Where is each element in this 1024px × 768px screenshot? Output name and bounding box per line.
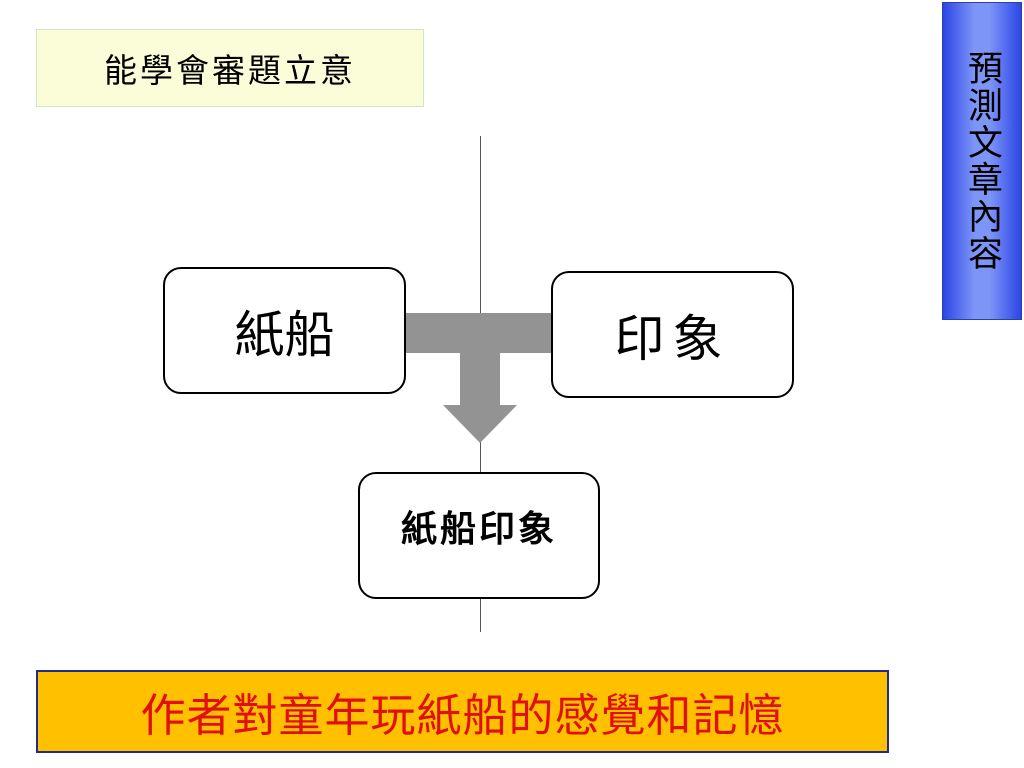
page-title: 能學會審題立意	[36, 29, 424, 107]
page-title-text: 能學會審題立意	[104, 51, 356, 90]
connector-horizontal-bar	[404, 313, 554, 353]
side-label-text: 預測文章內容	[962, 50, 1002, 272]
connector-vertical-stem	[460, 352, 500, 406]
node-impression-label: 印象	[614, 309, 731, 368]
side-label-panel: 預測文章內容	[942, 2, 1022, 320]
down-arrow-icon	[443, 405, 517, 443]
node-paper-boat-label: 紙船	[234, 305, 335, 364]
summary-box: 作者對童年玩紙船的感覺和記憶	[36, 670, 889, 753]
node-impression: 印象	[551, 271, 794, 398]
node-paper-boat: 紙船	[163, 267, 406, 394]
summary-text: 作者對童年玩紙船的感覺和記憶	[140, 689, 785, 742]
node-paper-boat-impression-label: 紙船印象	[400, 508, 557, 550]
node-paper-boat-impression: 紙船印象	[358, 472, 600, 599]
